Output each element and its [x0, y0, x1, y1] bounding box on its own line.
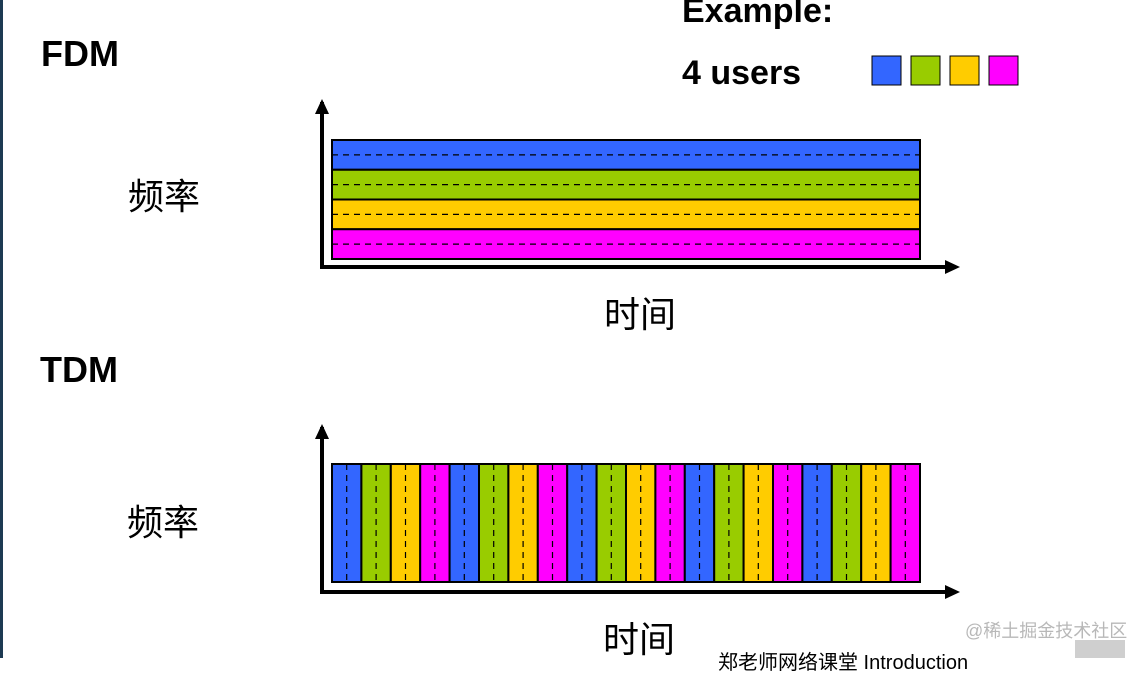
fdm-x-arrow — [945, 260, 960, 274]
tdm-slots — [331, 463, 921, 583]
tdm-slot-user-4 — [419, 463, 451, 583]
tdm-x-arrow — [945, 585, 960, 599]
fdm-title: FDM — [41, 33, 119, 74]
footer-text: 郑老师网络课堂 Introduction — [718, 652, 969, 674]
legend-user-1-swatch — [871, 55, 902, 86]
fdm-y-arrow — [315, 99, 329, 114]
window-edge — [0, 0, 3, 658]
tdm-title: TDM — [40, 349, 118, 390]
example-title: Example: — [682, 0, 834, 30]
watermark: @稀土掘金技术社区 — [965, 621, 1128, 641]
fdm-tdm-diagram — [315, 55, 1019, 599]
legend-user-4-swatch — [988, 55, 1019, 86]
fdm-y-label: 频率 — [128, 177, 201, 218]
tdm-y-label: 频率 — [127, 503, 200, 544]
users-label: 4 users — [682, 54, 802, 92]
fdm-bands — [331, 139, 921, 260]
tdm-x-label: 时间 — [603, 620, 676, 661]
speaker-icon — [1075, 640, 1125, 658]
tdm-y-arrow — [315, 424, 329, 439]
fdm-x-label: 时间 — [604, 295, 677, 336]
user-legend — [871, 55, 1019, 86]
legend-user-3-swatch — [949, 55, 980, 86]
legend-user-2-swatch — [910, 55, 941, 86]
